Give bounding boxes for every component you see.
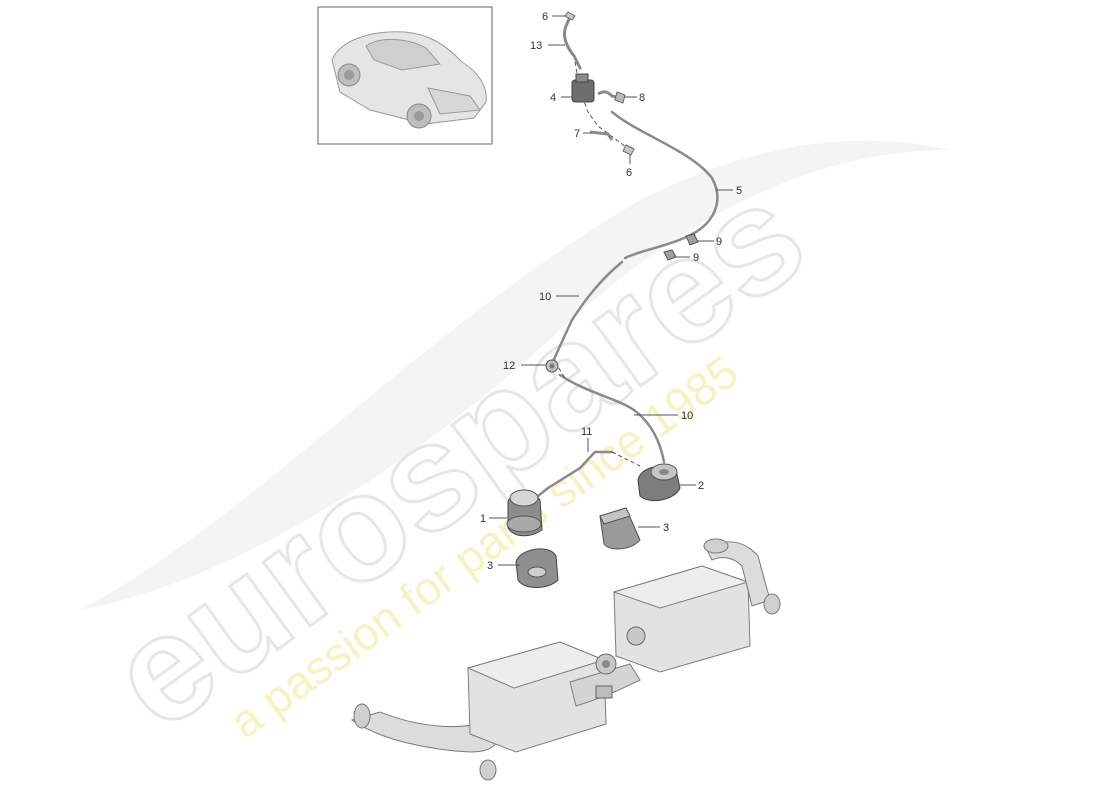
callout-label: 3 <box>487 560 493 572</box>
line-10-lower <box>558 373 666 464</box>
hose-7 <box>589 130 614 141</box>
callout-6-bottom: 6 <box>626 155 632 179</box>
mount-2 <box>637 463 681 502</box>
car-thumbnail <box>317 6 493 145</box>
callout-label: 10 <box>681 410 693 422</box>
callout-1: 1 <box>480 513 507 525</box>
bump-stop-3-left <box>515 548 559 588</box>
callout-label: 5 <box>736 185 742 197</box>
outlet-pipe-left <box>350 711 499 753</box>
exhaust-silencer-assembly <box>350 538 781 781</box>
callout-label: 13 <box>530 40 542 52</box>
callout-5: 5 <box>716 185 742 197</box>
callout-label: 2 <box>698 480 704 492</box>
callout-label: 8 <box>639 92 645 104</box>
callout-9-upper: 9 <box>698 236 722 248</box>
callout-10-upper: 10 <box>539 291 579 303</box>
cap-6-top <box>564 11 576 21</box>
line-5 <box>610 110 719 260</box>
mounts <box>506 463 681 588</box>
callout-4: 4 <box>550 92 572 104</box>
callout-label: 7 <box>574 128 580 140</box>
clip-9-upper <box>685 233 699 246</box>
vacuum-lines <box>536 15 719 498</box>
callout-6-top: 6 <box>542 11 566 23</box>
callout-3-left: 3 <box>487 560 520 572</box>
line-11 <box>536 450 614 498</box>
callout-8: 8 <box>624 92 645 104</box>
valve-4 <box>571 79 595 103</box>
callout-label: 1 <box>480 513 486 525</box>
callouts: 6 13 4 8 7 6 5 9 <box>480 11 742 572</box>
callout-2: 2 <box>680 480 704 492</box>
callout-13: 13 <box>530 40 565 52</box>
hose-8 <box>597 90 621 100</box>
callout-7: 7 <box>574 128 592 140</box>
center-pipes <box>569 663 641 707</box>
callout-label: 11 <box>581 426 592 438</box>
callout-label: 6 <box>542 11 548 23</box>
callout-label: 10 <box>539 291 551 303</box>
inlet-pipe-right <box>705 541 771 607</box>
callout-3-right: 3 <box>638 522 669 534</box>
callout-label: 9 <box>716 236 722 248</box>
cap-6-bottom <box>622 144 635 156</box>
hose-13 <box>562 15 582 70</box>
callout-9-lower: 9 <box>676 252 699 264</box>
callout-10-lower: 10 <box>634 410 693 422</box>
callout-label: 4 <box>550 92 556 104</box>
bump-stop-3-right <box>599 507 641 550</box>
mount-1 <box>506 489 543 537</box>
callout-label: 6 <box>626 167 632 179</box>
line-10-upper <box>550 260 624 366</box>
callout-label: 3 <box>663 522 669 534</box>
callout-12: 12 <box>503 360 546 372</box>
watermark-swoosh <box>80 140 950 610</box>
callout-11: 11 <box>581 426 592 452</box>
callout-label: 12 <box>503 360 515 372</box>
callout-label: 9 <box>693 252 699 264</box>
connector-8 <box>614 91 626 104</box>
small-fittings <box>545 11 699 373</box>
